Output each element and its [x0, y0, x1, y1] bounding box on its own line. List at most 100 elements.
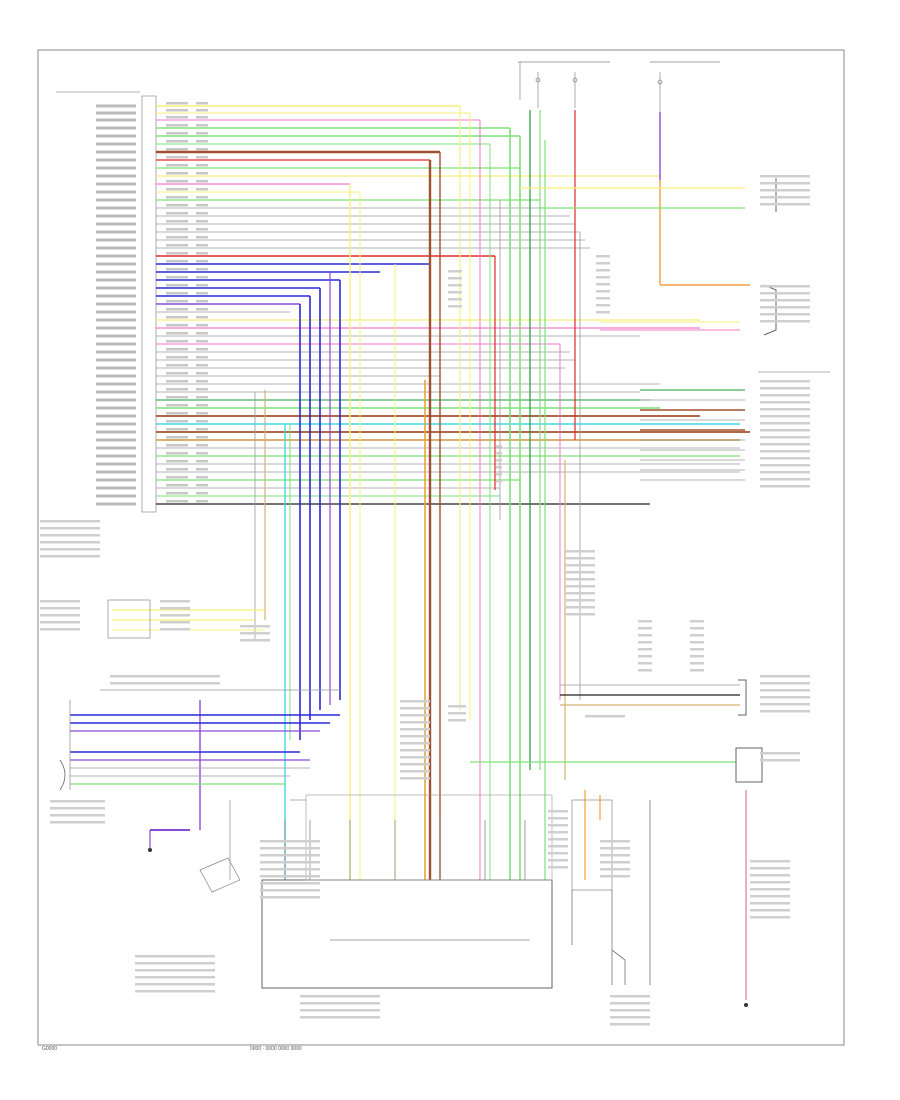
caption-bar: [135, 983, 215, 986]
wire-code-bar: [196, 316, 208, 319]
wire-code-bar: [166, 428, 188, 431]
caption-bar: [260, 882, 320, 885]
caption-bar: [496, 452, 502, 455]
caption-bar: [548, 852, 568, 855]
wire-code-bar: [196, 340, 208, 343]
pin-label-bar: [96, 230, 136, 234]
caption-bar: [760, 443, 810, 446]
caption-bar: [760, 320, 810, 323]
caption-bar: [496, 473, 502, 476]
wire-code-bar: [196, 132, 208, 135]
pin-label-bar: [96, 326, 136, 330]
wire-code-bar: [196, 356, 208, 359]
caption-bar: [760, 485, 810, 488]
vertical-wires: [70, 106, 750, 880]
wire-code-bar: [166, 236, 188, 239]
wire-code-bar: [196, 220, 208, 223]
wire-code-bar: [196, 244, 208, 247]
wire-code-bar: [166, 124, 188, 127]
caption-bar: [750, 909, 790, 912]
wire-code-bar: [166, 220, 188, 223]
caption-bar: [610, 1016, 650, 1019]
caption-bar: [750, 881, 790, 884]
caption-bar: [548, 824, 568, 827]
caption-bar: [565, 592, 595, 595]
wire-code-bar: [166, 244, 188, 247]
caption-bar: [610, 995, 650, 998]
caption-bar: [760, 682, 810, 685]
wire-code-bar: [166, 340, 188, 343]
caption-bar: [400, 721, 430, 724]
pin-label-bar: [96, 150, 136, 154]
pin-label-bar: [96, 254, 136, 258]
wire-code-bar: [196, 468, 208, 471]
wire-code-bar: [196, 332, 208, 335]
wire-code-bar: [196, 260, 208, 263]
pin-label-bar: [96, 214, 136, 218]
wire-code-bar: [196, 348, 208, 351]
wire-code-bar: [196, 172, 208, 175]
caption-bar: [565, 564, 595, 567]
caption-bar: [600, 854, 630, 857]
caption-bar: [548, 866, 568, 869]
pin-label-bar: [96, 166, 136, 170]
caption-bar: [496, 459, 502, 462]
pin-label-bar: [96, 470, 136, 474]
caption-bar: [400, 707, 430, 710]
caption-bar: [260, 875, 320, 878]
footer-center: 0000 · 0000 0000 0000: [250, 1046, 302, 1052]
caption-bar: [750, 888, 790, 891]
pin-label-bar: [96, 134, 136, 138]
wire-code-bar: [196, 452, 208, 455]
caption-bar: [638, 662, 652, 665]
caption-bar: [260, 840, 320, 843]
caption-bar: [260, 854, 320, 857]
caption-bar: [260, 889, 320, 892]
wire-code-bar: [196, 436, 208, 439]
pin-label-bar: [96, 174, 136, 178]
caption-bar: [638, 655, 652, 658]
wire-code-bar: [196, 396, 208, 399]
wire-code-bar: [166, 109, 188, 112]
pin-label-bar: [96, 494, 136, 498]
caption-bar: [565, 599, 595, 602]
pin-label-bar: [96, 190, 136, 194]
caption-bar: [240, 639, 270, 642]
caption-bar: [160, 600, 190, 603]
caption-bar: [638, 648, 652, 651]
caption-bar: [400, 728, 430, 731]
caption-bar: [160, 628, 190, 631]
caption-bar: [610, 1023, 650, 1026]
caption-bar: [260, 896, 320, 899]
caption-bar: [596, 304, 610, 307]
caption-bar: [400, 714, 430, 717]
pin-label-bar: [96, 502, 136, 506]
wire-code-bar: [196, 252, 208, 255]
caption-bar: [300, 1016, 380, 1019]
caption-bar: [760, 196, 810, 199]
caption-bar: [760, 313, 810, 316]
pin-label-bar: [96, 358, 136, 362]
wire-code-bar: [196, 364, 208, 367]
caption-bar: [638, 627, 652, 630]
pin-label-bar: [96, 382, 136, 386]
pin-label-bar: [96, 198, 136, 202]
caption-bar: [690, 648, 704, 651]
wire-code-bar: [196, 500, 208, 503]
caption-bar: [760, 689, 810, 692]
wire-code-bar: [196, 268, 208, 271]
caption-bar: [760, 703, 810, 706]
pin-label-bar: [96, 270, 136, 274]
caption-bar: [750, 867, 790, 870]
wire-code-bar: [166, 228, 188, 231]
caption-bar: [160, 614, 190, 617]
pin-label-bar: [96, 222, 136, 226]
caption-bar: [400, 770, 430, 773]
wire-code-bar: [166, 308, 188, 311]
caption-bar: [690, 655, 704, 658]
pin-label-bar: [96, 238, 136, 242]
pin-label-bar: [96, 104, 136, 108]
caption-bar: [596, 255, 610, 258]
pin-label-bar: [96, 302, 136, 306]
caption-bar: [610, 1002, 650, 1005]
